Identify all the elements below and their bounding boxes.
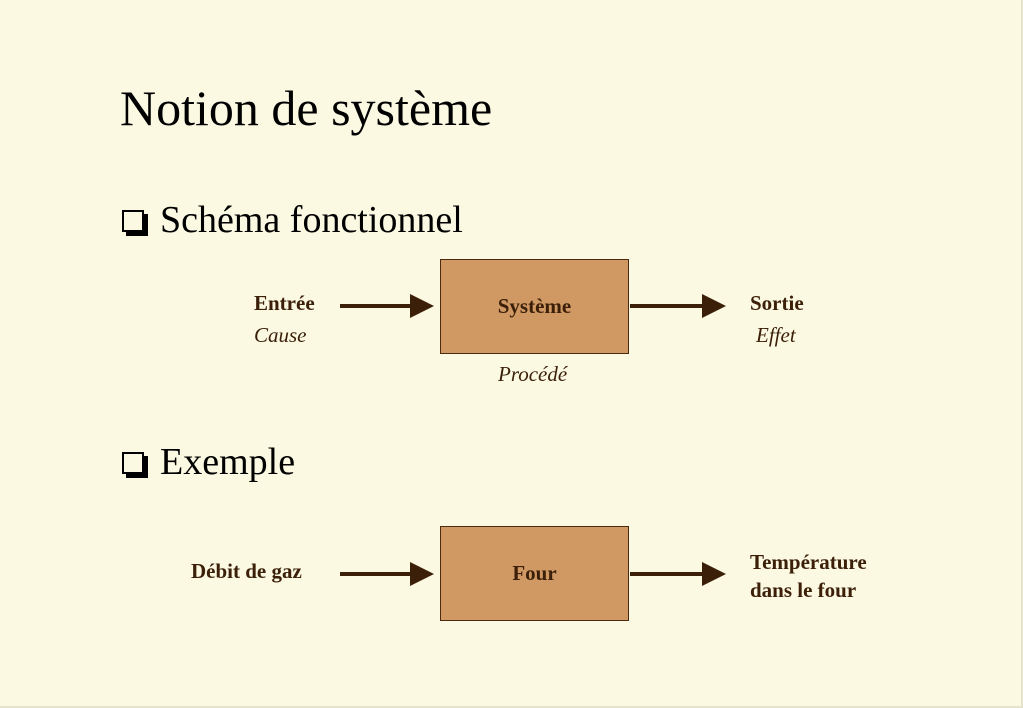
four-box-label: Four xyxy=(512,561,557,585)
output-label: Sortie xyxy=(750,291,804,315)
bullet-schema-fonctionnel: Schéma fonctionnel xyxy=(122,198,463,242)
system-box-label: Système xyxy=(497,294,572,318)
bullet-exemple: Exemple xyxy=(122,440,295,484)
system-box: Système xyxy=(440,259,629,354)
checkbox-bullet-icon xyxy=(122,210,144,232)
checkbox-bullet-icon xyxy=(122,452,144,474)
example-input-label: Débit de gaz xyxy=(191,559,302,583)
bullet-label: Schéma fonctionnel xyxy=(160,199,463,241)
input-label: Entrée xyxy=(254,291,315,315)
bullet-label: Exemple xyxy=(160,441,296,483)
four-box: Four xyxy=(440,526,629,621)
output-sub-label: Effet xyxy=(756,323,796,347)
example-output-label-line2: dans le four xyxy=(750,578,857,602)
input-sub-label: Cause xyxy=(254,323,307,347)
slide-title: Notion de système xyxy=(120,80,493,136)
example-output-label-line1: Température xyxy=(750,550,867,574)
process-sub-label: Procédé xyxy=(498,362,568,386)
